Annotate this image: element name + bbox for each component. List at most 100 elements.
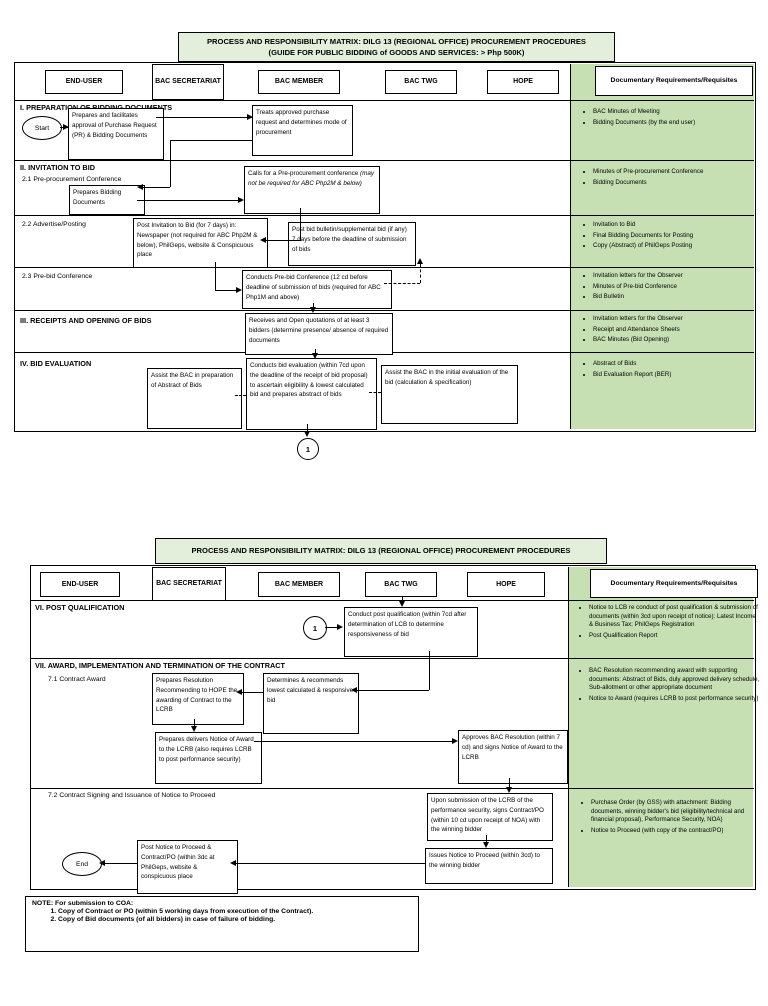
column-header-bac-secretariat: BAC SECRETARIAT: [152, 567, 226, 601]
column-header-end-user: END-USER: [40, 572, 120, 597]
section-label-preparation: I. PREPARATION OF BIDDING DOCUMENTS: [20, 103, 172, 112]
section-label-invitation: II. INVITATION TO BID: [20, 163, 95, 172]
requirement-item: Final Bidding Documents for Posting: [593, 232, 761, 241]
row-divider: [30, 788, 754, 790]
row-divider: [14, 310, 754, 312]
requirements-list-post-qualification: Notice to LCB re conduct of post qualifi…: [576, 604, 761, 643]
connector-line: [137, 200, 240, 201]
flow-box-prepares-pr: Prepares and facilitates approval of Pur…: [68, 108, 164, 160]
requirement-item: Bid Bulletin: [593, 293, 761, 302]
coa-note-item: Copy of Contract or PO (within 5 working…: [58, 908, 412, 915]
page2-title: PROCESS AND RESPONSIBILITY MATRIX: DILG …: [191, 546, 571, 556]
coa-note-item: Copy of Bid documents (of all bidders) i…: [58, 916, 412, 923]
requirement-item: BAC Resolution recommending award with s…: [589, 667, 761, 693]
flow-box-assist-abstract: Assist the BAC in preparation of Abstrac…: [147, 368, 242, 429]
connector-line: [242, 692, 263, 693]
column-header-bac-twg: BAC TWG: [365, 572, 437, 597]
flow-box-receives-opens-bids: Receives and Open quotations of at least…: [245, 313, 393, 355]
section-label-prebid: 2.3 Pre-bid Conference: [22, 273, 93, 280]
flow-box-conducts-bid-evaluation: Conducts bid evaluation (within 7cd upon…: [246, 358, 377, 430]
coa-note-list: Copy of Contract or PO (within 5 working…: [32, 908, 412, 923]
requirements-list-prebid: Invitation letters for the Observer Minu…: [580, 272, 761, 304]
flow-box-treats-request: Treats approved purchase request and det…: [252, 105, 353, 156]
requirement-item: Purchase Order (by GSS) with attachment:…: [591, 799, 761, 825]
connector-line: [325, 627, 339, 628]
column-header-bac-member: BAC MEMBER: [258, 572, 340, 597]
requirement-item: Minutes of Pre-procurement Conference: [593, 168, 761, 177]
row-divider: [14, 100, 754, 102]
flow-box-issues-notice-to-proceed: Issues Notice to Proceed (within 3cd) to…: [425, 848, 553, 884]
page1-title-bar: PROCESS AND RESPONSIBILITY MATRIX: DILG …: [178, 32, 615, 62]
requirement-item: Abstract of Bids: [593, 360, 761, 369]
coa-note-title: NOTE: For submission to COA:: [32, 900, 134, 907]
requirement-item: Copy (Abstract) of PhilGeps Posting: [593, 242, 761, 251]
section-label-post-qualification: VI. POST QUALIFICATION: [35, 603, 125, 612]
arrowhead-left: [236, 689, 242, 695]
column-header-bac-secretariat: BAC SECRETARIAT: [152, 64, 224, 100]
column-header-hope: HOPE: [487, 70, 559, 94]
section-label-contract-award: 7.1 Contract Award: [48, 676, 106, 683]
arrowhead-up: [417, 258, 423, 264]
flow-box-calls-preprocurement: Calls for a Pre-procurement conference (…: [244, 166, 380, 214]
arrowhead-down: [312, 353, 318, 359]
section-label-bid-evaluation: IV. BID EVALUATION: [20, 359, 92, 368]
row-divider: [14, 267, 754, 269]
requirement-item: Post Qualification Report: [589, 632, 761, 641]
flow-box-determines-lowest-bid: Determines & recommends lowest calculate…: [263, 673, 359, 734]
requirements-list-receipts: Invitation letters for the Observer Rece…: [580, 315, 761, 347]
column-header-bac-member: BAC MEMBER: [258, 70, 340, 94]
column-header-hope: HOPE: [467, 572, 545, 597]
column-header-doc-requirements: Documentary Requirements/Requisites: [595, 66, 753, 96]
page-connector-1: 1: [303, 616, 327, 640]
requirements-list-contract-award: BAC Resolution recommending award with s…: [576, 667, 761, 706]
arrowhead-right: [452, 738, 458, 744]
flow-box-assist-initial-evaluation: Assist the BAC in the initial evaluation…: [381, 365, 518, 424]
column-header-doc-requirements: Documentary Requirements/Requisites: [590, 569, 758, 598]
arrowhead-down: [506, 787, 512, 793]
flow-box-post-invitation: Post Invitation to Bid (for 7 days) in: …: [133, 218, 268, 268]
section-label-receipts: III. RECEIPTS AND OPENING OF BIDS: [20, 316, 152, 325]
page2-requirements-column: [568, 566, 753, 887]
arrowhead-right: [236, 287, 242, 293]
row-divider: [30, 658, 754, 660]
section-label-contract-signing: 7.2 Contract Signing and Issuance of Not…: [48, 792, 216, 799]
flow-box-post-notice-to-proceed: Post Notice to Proceed & Contract/PO (wi…: [137, 840, 238, 894]
requirement-item: Notice to LCB re conduct of post qualifi…: [589, 604, 761, 630]
arrowhead-left: [137, 184, 143, 190]
arrowhead-left: [260, 237, 266, 243]
connector-line: [307, 424, 308, 432]
page-connector-1: 1: [297, 438, 319, 460]
requirements-list-bid-evaluation: Abstract of Bids Bid Evaluation Report (…: [580, 360, 761, 381]
connector-line: [315, 349, 316, 354]
flow-box-prepares-bidding-docs: Prepares Bidding Documents: [69, 185, 145, 215]
requirement-item: Notice to Proceed (with copy of the cont…: [591, 827, 761, 836]
connector-line: [236, 863, 425, 864]
connector-line: [156, 117, 252, 118]
requirement-item: Receipt and Attendance Sheets: [593, 326, 761, 335]
dashed-connector-line: [384, 283, 420, 284]
requirement-item: Bidding Documents (by the end user): [593, 119, 761, 128]
connector-line: [313, 303, 314, 308]
requirement-item: BAC Minutes of Meeting: [593, 108, 761, 117]
dashed-connector-line: [369, 392, 381, 393]
requirement-item: Notice to Award (requires LCRB to post p…: [589, 695, 761, 704]
requirements-list-advertise: Invitation to Bid Final Bidding Document…: [580, 221, 761, 253]
arrowhead-left: [230, 860, 236, 866]
flow-box-post-bid-bulletin: Post bid bulletin/supplemental bid (if a…: [288, 222, 416, 266]
requirement-item: Bidding Documents: [593, 179, 761, 188]
connector-line: [215, 290, 237, 291]
flow-box-conducts-prebid: Conducts Pre-bid Conference (12 cd befor…: [242, 270, 392, 309]
connector-line: [402, 597, 403, 603]
connector-line: [215, 262, 216, 290]
arrowhead-left: [351, 687, 357, 693]
flow-box-prepares-resolution: Prepares Resolution Recommending to HOPE…: [152, 673, 244, 725]
row-divider: [30, 600, 754, 602]
requirement-item: Invitation to Bid: [593, 221, 761, 230]
requirement-item: Invitation letters for the Observer: [593, 315, 761, 324]
arrowhead-right: [238, 197, 244, 203]
connector-line: [254, 741, 453, 742]
requirements-list-preprocurement: Minutes of Pre-procurement Conference Bi…: [580, 168, 761, 189]
column-header-end-user: END-USER: [45, 70, 123, 94]
section-label-award: VII. AWARD, IMPLEMENTATION AND TERMINATI…: [35, 661, 285, 670]
